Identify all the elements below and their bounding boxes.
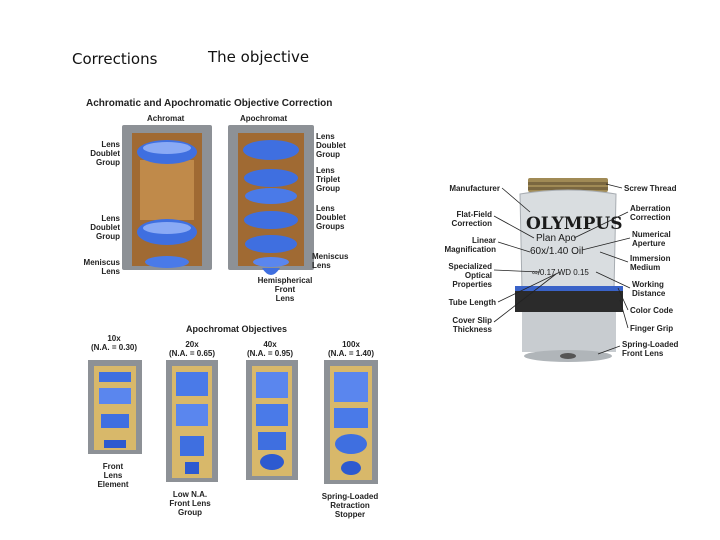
- objective-20x: [166, 360, 218, 482]
- objective-100x: [324, 360, 378, 484]
- color-code-ring: [515, 286, 623, 291]
- apochromat-cutaway: [228, 125, 314, 275]
- heading-the-objective: The objective: [208, 48, 310, 66]
- objective-10x: [88, 360, 142, 454]
- callout-screw-thread: Screw Thread: [624, 184, 677, 193]
- top-diagram-title: Achromatic and Apochromatic Objective Co…: [86, 98, 333, 109]
- objective-10x-label: 10x(N.A. = 0.30): [90, 334, 137, 352]
- finger-grip: [515, 290, 623, 312]
- achromat-label: Achromat: [147, 114, 185, 123]
- engraving-line-1: Plan Apo: [536, 233, 577, 244]
- objective-40x-label: 40x(N.A. = 0.95): [246, 340, 293, 358]
- achromat-meniscus: [145, 256, 189, 268]
- heading-corrections: Corrections: [72, 50, 158, 68]
- engraving-line-3: ∞/0.17 WD 0.15: [532, 268, 589, 277]
- callout-finger-grip: Finger Grip: [630, 324, 674, 333]
- hemispherical-front-lens: [262, 268, 280, 275]
- callout-tube-length: Tube Length: [448, 298, 496, 307]
- objective-20x-label: 20x(N.A. = 0.65): [168, 340, 215, 358]
- callout-manufacturer: Manufacturer: [449, 184, 500, 193]
- achromat-cutaway: [122, 125, 212, 270]
- engraving-line-2: 60x/1.40 Oil: [530, 246, 584, 257]
- callout-color-code: Color Code: [630, 306, 674, 315]
- objective-40x: [246, 360, 298, 480]
- bottom-diagram-title: Apochromat Objectives: [186, 324, 288, 334]
- brand-text: OLYMPUS: [526, 214, 623, 234]
- objective-100x-label: 100x(N.A. = 1.40): [327, 340, 374, 358]
- apochromat-label: Apochromat: [240, 114, 288, 123]
